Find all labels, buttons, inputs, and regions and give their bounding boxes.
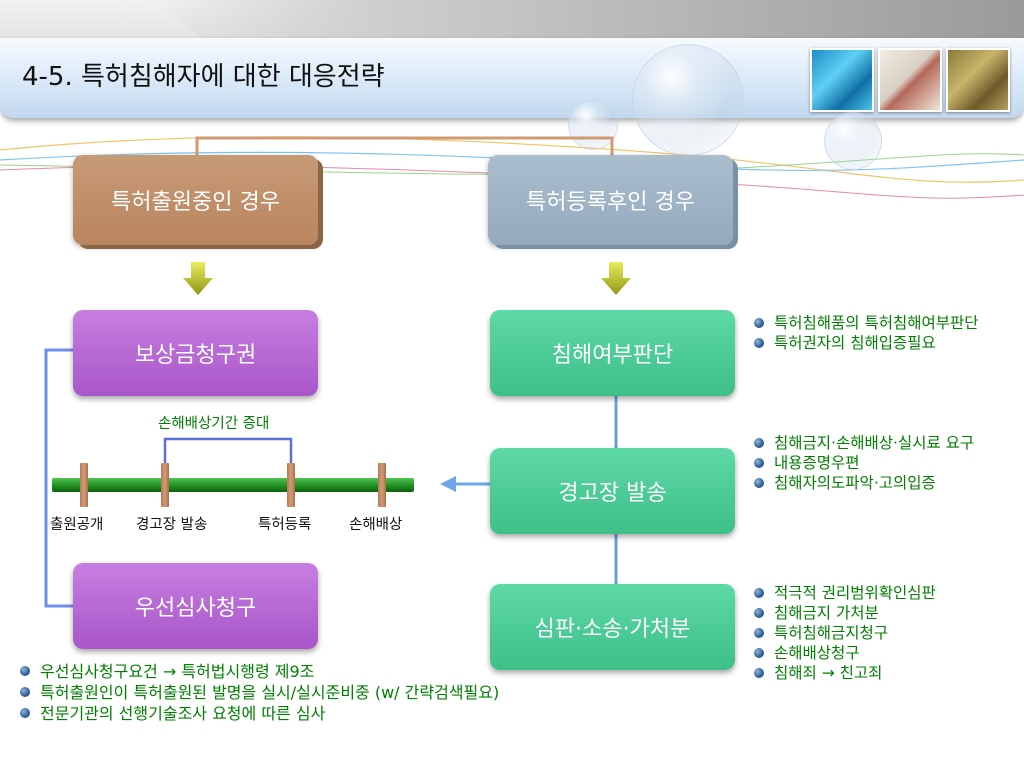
- bullet-item: 적극적 권리범위확인심판: [752, 583, 1002, 603]
- bullet-item: 우선심사청구요건 → 특허법시행령 제9조: [18, 661, 518, 682]
- timeline-label: 특허등록: [258, 517, 312, 533]
- bullet-icon: [754, 588, 764, 598]
- decorative-bubble-medium: [824, 112, 882, 170]
- bullet-item: 침해죄 → 친고죄: [752, 663, 1002, 683]
- infringement-judgment-bullets: 특허침해품의 특허침해여부판단 특허권자의 침해입증필요: [752, 313, 992, 353]
- bullet-icon: [754, 668, 764, 678]
- bullet-icon: [754, 338, 764, 348]
- compensation-claim-box: 보상금청구권: [73, 310, 318, 396]
- timeline-tick: [80, 463, 88, 507]
- timeline-label: 손해배상: [349, 517, 403, 533]
- bullet-icon: [20, 687, 30, 697]
- bullet-item: 특허출원인이 특허출원된 발명을 실시/실시준비중 (w/ 간략검색필요): [18, 682, 518, 703]
- timeline-tick: [287, 463, 295, 507]
- bullet-icon: [754, 648, 764, 658]
- timeline-tick: [378, 463, 386, 507]
- timeline-label: 경고장 발송: [136, 517, 208, 533]
- bullet-item: 침해자의도파악·고의입증: [752, 473, 992, 493]
- bullet-icon: [754, 478, 764, 488]
- bullet-icon: [754, 318, 764, 328]
- bullet-icon: [754, 458, 764, 468]
- trial-lawsuit-bullets: 적극적 권리범위확인심판 침해금지 가처분 특허침해금지청구 손해배상청구 침해…: [752, 583, 1002, 683]
- bullet-item: 손해배상청구: [752, 643, 1002, 663]
- priority-examination-box: 우선심사청구: [73, 563, 318, 649]
- certificate-seal-thumbnail: [878, 48, 942, 112]
- bullet-item: 내용증명우편: [752, 453, 992, 473]
- bullet-icon: [20, 666, 30, 676]
- timeline-bar: [52, 478, 414, 492]
- blue-fabric-thumbnail: [810, 48, 874, 112]
- warning-letter-bullets: 침해금지·손해배상·실시료 요구 내용증명우편 침해자의도파악·고의입증: [752, 433, 992, 493]
- down-arrow-icon: [183, 262, 213, 295]
- bullet-item: 침해금지·손해배상·실시료 요구: [752, 433, 992, 453]
- trial-lawsuit-injunction-box: 심판·소송·가처분: [490, 584, 735, 670]
- bullet-item: 침해금지 가처분: [752, 603, 1002, 623]
- plant-thumbnail: [946, 48, 1010, 112]
- warning-letter-box: 경고장 발송: [490, 448, 735, 534]
- decorative-bubble-small: [568, 100, 618, 150]
- bullet-icon: [754, 438, 764, 448]
- timeline-label: 출원공개: [50, 517, 104, 533]
- bullet-item: 특허침해금지청구: [752, 623, 1002, 643]
- priority-examination-bullets: 우선심사청구요건 → 특허법시행령 제9조 특허출원인이 특허출원된 발명을 실…: [18, 661, 518, 724]
- patent-pending-box: 특허출원중인 경우: [73, 155, 318, 245]
- bullet-icon: [20, 708, 30, 718]
- timeline-note: 손해배상기간 증대: [158, 416, 270, 432]
- infringement-judgment-box: 침해여부판단: [490, 310, 735, 396]
- top-decorative-gradient: [150, 0, 1024, 38]
- bullet-icon: [754, 608, 764, 618]
- timeline-tick: [161, 463, 169, 507]
- bullet-icon: [754, 628, 764, 638]
- bullet-item: 특허침해품의 특허침해여부판단: [752, 313, 992, 333]
- left-arrow-icon: [440, 476, 490, 492]
- bullet-item: 전문기관의 선행기술조사 요청에 따른 심사: [18, 703, 518, 724]
- down-arrow-icon: [601, 262, 631, 295]
- bullet-item: 특허권자의 침해입증필요: [752, 333, 992, 353]
- patent-registered-box: 특허등록후인 경우: [488, 155, 733, 245]
- page-title: 4-5. 특허침해자에 대한 대응전략: [22, 62, 385, 92]
- decorative-bubble-large: [632, 44, 744, 156]
